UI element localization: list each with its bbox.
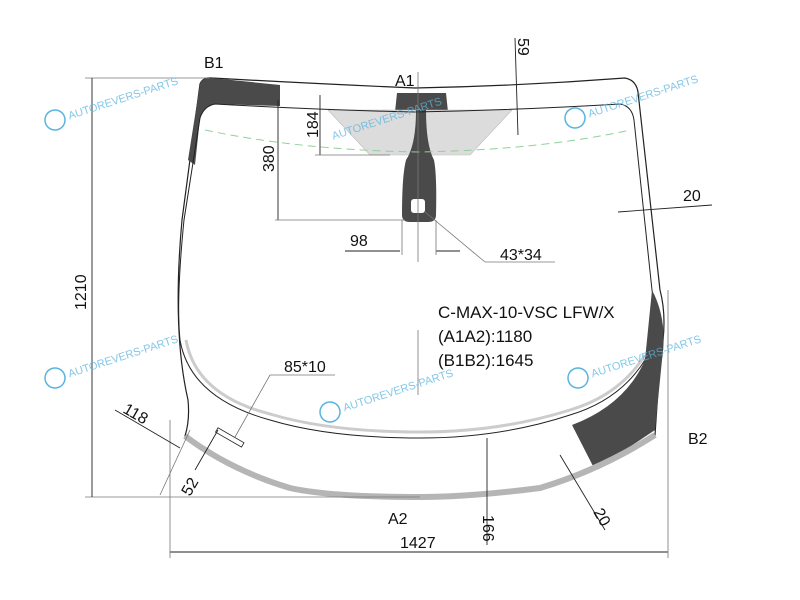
dim-sensor-depth: 380 — [261, 145, 278, 172]
sensor-frit — [402, 110, 437, 222]
vin-window — [214, 427, 245, 448]
dim-bottom-band: 166 — [479, 515, 496, 542]
dim-side-band: 20 — [683, 188, 701, 205]
dim-sensor-window: 43*34 — [500, 247, 542, 264]
svg-text:AUTOREVERS-PARTS: AUTOREVERS-PARTS — [67, 333, 180, 380]
inner-edge — [178, 103, 655, 439]
frit-top-center — [395, 93, 448, 112]
label-b1: B1 — [204, 55, 224, 72]
dim-height: 1210 — [73, 274, 90, 310]
model-code: C-MAX-10-VSC LFW/X — [438, 303, 615, 322]
dim-vin-window: 85*10 — [284, 359, 326, 376]
dim-shade-height: 184 — [305, 111, 322, 138]
label-a2: A2 — [388, 511, 408, 528]
frit-left — [188, 77, 280, 165]
dim-sensor-width: 98 — [350, 233, 368, 250]
svg-text:AUTOREVERS-PARTS: AUTOREVERS-PARTS — [67, 75, 180, 122]
a1a2-length: (A1A2):1180 — [438, 327, 532, 346]
dim-left-band: 52 — [179, 475, 203, 499]
dim-top-band: 59 — [514, 38, 531, 56]
label-b2: B2 — [688, 431, 708, 448]
dim-bottom-right-band: 20 — [590, 506, 614, 530]
frit-bottom-right — [572, 290, 664, 470]
dim-width: 1427 — [400, 535, 436, 552]
dim-left-offset: 118 — [120, 401, 151, 429]
label-a1: A1 — [395, 73, 415, 90]
watermark-4: AUTOREVERS-PARTS — [44, 333, 180, 389]
b1b2-length: (B1B2):1645 — [438, 351, 533, 370]
inner-dotted-line — [184, 339, 647, 434]
watermark-1: AUTOREVERS-PARTS — [44, 75, 180, 131]
